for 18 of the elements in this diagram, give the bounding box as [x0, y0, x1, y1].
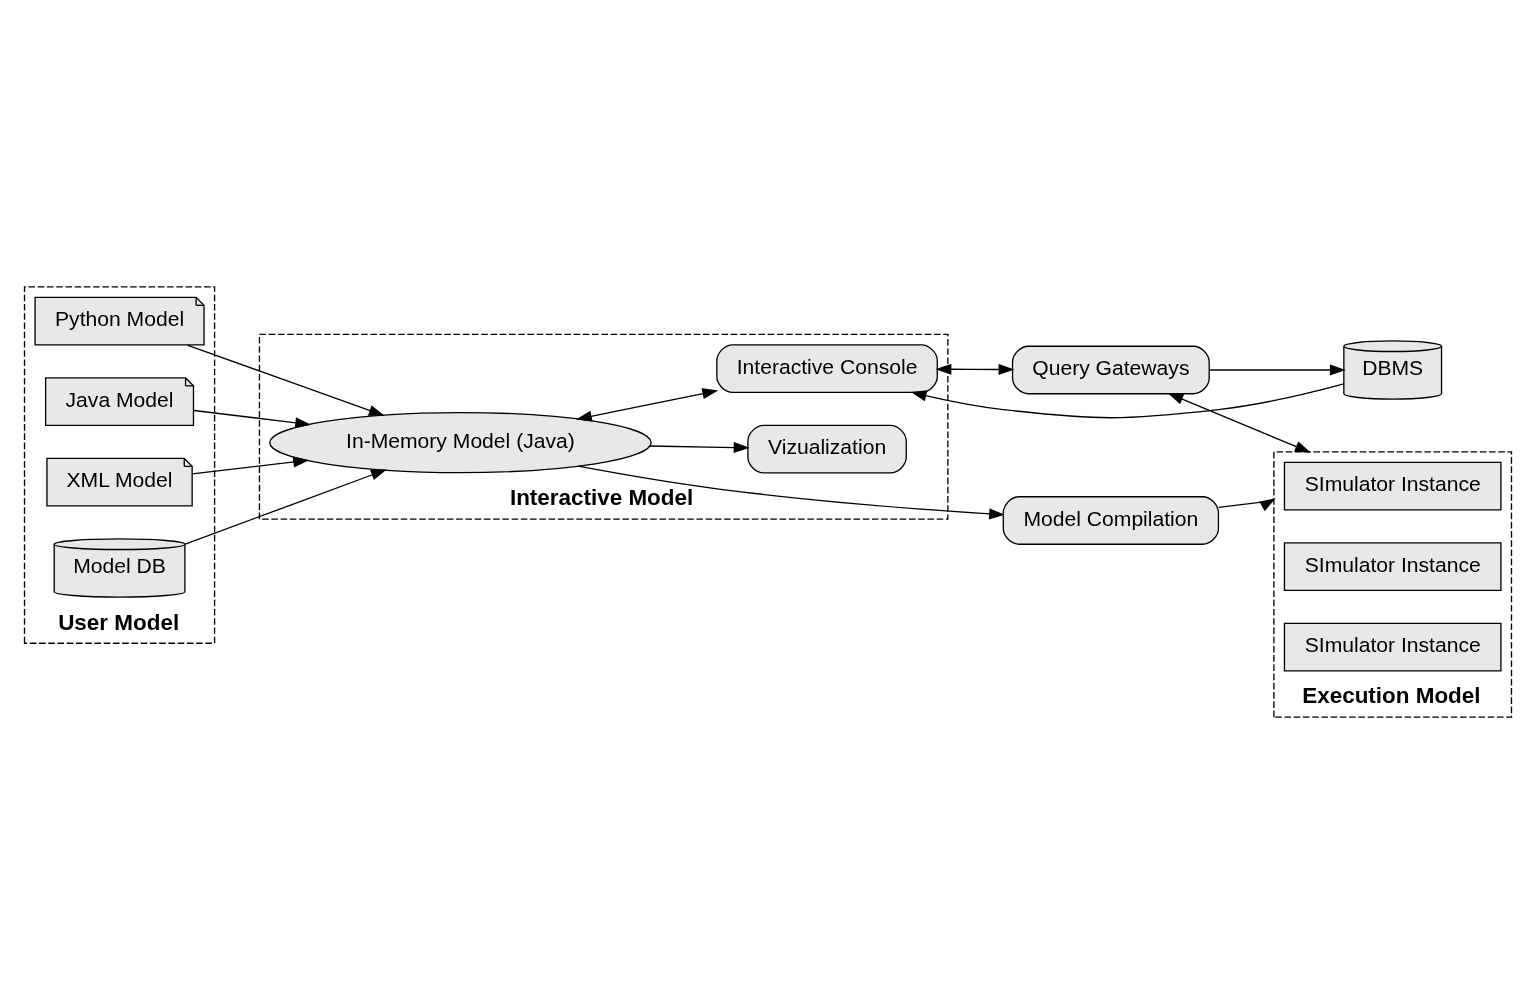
node-box: SImulator Instance: [1283, 622, 1502, 672]
arrow: [575, 387, 719, 422]
arrow: [193, 409, 312, 428]
node-box: Query Gateways: [1011, 345, 1210, 394]
arrow: [1167, 392, 1311, 453]
arrow: [935, 363, 1015, 375]
arrow: [191, 456, 310, 474]
node-box: Model Compilation: [1002, 495, 1220, 545]
arrow: [1217, 497, 1276, 511]
node-box: Interactive Console: [716, 343, 938, 393]
arrow: [577, 465, 1005, 519]
arrow: [1208, 363, 1346, 376]
arrow: [910, 382, 1345, 418]
arrow: [184, 468, 387, 545]
node-box: SImulator Instance: [1283, 541, 1502, 591]
node-box: Vizualization: [747, 424, 907, 474]
arrow: [648, 441, 750, 453]
node-box: SImulator Instance: [1283, 461, 1502, 511]
